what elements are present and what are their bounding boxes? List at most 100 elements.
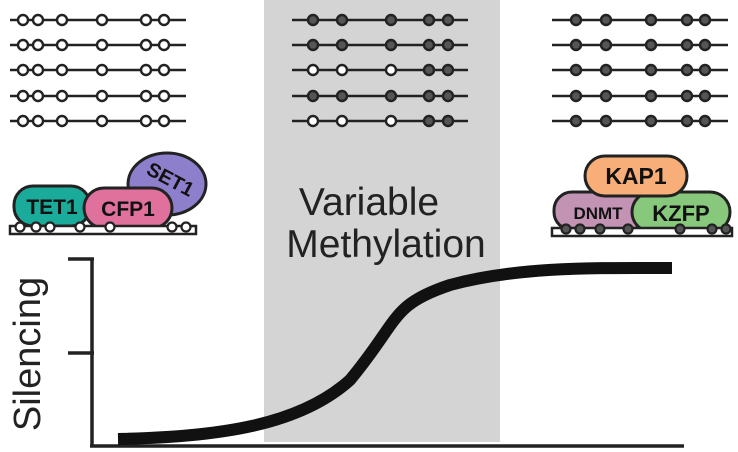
methylated-strands [552, 13, 728, 128]
unmethylated-cpg-dot [139, 89, 153, 103]
unmethylated-cpg-dot [16, 38, 30, 52]
cfp1-label: CFP1 [101, 198, 155, 221]
methylated-cpg-dot [335, 89, 349, 103]
unmethylated-cpg-dot [384, 114, 398, 128]
methylated-cpg-dot [306, 13, 320, 27]
variable-methylation-region [264, 0, 500, 442]
region-label-line1: Variable [299, 181, 439, 224]
kzfp-label: KZFP [652, 201, 709, 226]
methylated-cpg-dot [680, 13, 694, 27]
methylated-cpg-dot [599, 63, 613, 77]
methylated-cpg-dot [384, 89, 398, 103]
methylated-cpg-dot [569, 38, 583, 52]
methylated-cpg-dot [644, 38, 658, 52]
methylated-cpg-dot [698, 114, 712, 128]
region-label-line2: Methylation [286, 223, 485, 266]
methylated-cpg-dot [441, 89, 455, 103]
methylated-cpg-dot [422, 89, 436, 103]
unmethylated-cpg-dot [95, 38, 109, 52]
tet1-label: TET1 [26, 196, 78, 219]
unmethylated-cpg-dot [306, 114, 320, 128]
unmethylated-cpg-dot [55, 89, 69, 103]
unmethylated-cpg-dot [55, 38, 69, 52]
left-protein-complex: SET1 TET1 CFP1 [8, 151, 208, 236]
methylated-cpg-dot [384, 38, 398, 52]
unmethylated-cpg-dot [335, 63, 349, 77]
methylated-cpg-dot [441, 63, 455, 77]
methylated-cpg-dot [422, 63, 436, 77]
unmethylated-cpg-dot [31, 114, 45, 128]
unmethylated-cpg-dot [31, 38, 45, 52]
unmethylated-cpg-dot [95, 89, 109, 103]
methylated-cpg-dot [569, 89, 583, 103]
unmethylated-cpg-dot [306, 63, 320, 77]
unmethylated-cpg-dot [157, 63, 171, 77]
unmethylated-cpg-dot [157, 114, 171, 128]
unmethylated-cpg-dot [95, 63, 109, 77]
kzfp-protein: KZFP [630, 190, 732, 234]
unmethylated-cpg-dot [95, 114, 109, 128]
methylated-cpg-dot [698, 89, 712, 103]
methylated-cpg-dot [680, 63, 694, 77]
unmethylated-cpg-dot [139, 38, 153, 52]
methylated-cpg-dot [441, 38, 455, 52]
methylated-cpg-dot [569, 114, 583, 128]
methylated-cpg-dot [680, 38, 694, 52]
methylated-cpg-dot [422, 13, 436, 27]
methylated-cpg-dot [644, 63, 658, 77]
methylated-cpg-dot [306, 89, 320, 103]
methylated-cpg-dot [644, 114, 658, 128]
unmethylated-cpg-dot [384, 63, 398, 77]
unmethylated-cpg-dot [31, 63, 45, 77]
y-axis-label: Silencing [7, 277, 49, 431]
dnmt-protein: DNMT [552, 190, 648, 232]
methylated-cpg-dot [599, 38, 613, 52]
unmethylated-cpg-dot [31, 89, 45, 103]
unmethylated-cpg-dot [55, 63, 69, 77]
right-dna-strand [550, 223, 734, 238]
tet1-protein: TET1 [12, 184, 92, 228]
methylated-cpg-dot [644, 89, 658, 103]
methylated-cpg-dot [680, 114, 694, 128]
unmethylated-cpg-dot [157, 13, 171, 27]
unmethylated-cpg-dot [95, 13, 109, 27]
silencing-curve [117, 261, 673, 445]
unmethylated-cpg-dot [55, 13, 69, 27]
cfp1-protein: CFP1 [82, 186, 174, 230]
left-dna-strand [8, 221, 198, 236]
methylated-cpg-dot [644, 13, 658, 27]
methylated-cpg-dot [599, 13, 613, 27]
unmethylated-cpg-dot [139, 63, 153, 77]
unmethylated-cpg-dot [16, 114, 30, 128]
methylated-cpg-dot [680, 89, 694, 103]
methylated-cpg-dot [441, 13, 455, 27]
kap1-protein: KAP1 [583, 154, 689, 198]
unmethylated-cpg-dot [139, 114, 153, 128]
methylated-cpg-dot [306, 38, 320, 52]
methylated-cpg-dot [422, 114, 436, 128]
unmethylated-cpg-dot [31, 13, 45, 27]
axes [68, 257, 684, 448]
unmethylated-cpg-dot [157, 89, 171, 103]
methylated-cpg-dot [569, 63, 583, 77]
variably-methylated-strands [292, 13, 468, 128]
unmethylated-cpg-dot [157, 38, 171, 52]
unmethylated-strands [10, 13, 186, 128]
unmethylated-cpg-dot [335, 114, 349, 128]
methylated-cpg-dot [698, 38, 712, 52]
dnmt-label: DNMT [573, 204, 623, 223]
methylated-cpg-dot [422, 38, 436, 52]
methylated-cpg-dot [698, 63, 712, 77]
methylated-cpg-dot [335, 38, 349, 52]
kap1-label: KAP1 [605, 163, 667, 189]
methylated-cpg-dot [599, 114, 613, 128]
methylated-cpg-dot [441, 114, 455, 128]
methylated-cpg-dot [335, 13, 349, 27]
unmethylated-cpg-dot [16, 89, 30, 103]
right-protein-complex: DNMT KZFP KAP1 [550, 154, 734, 238]
methylated-cpg-dot [569, 13, 583, 27]
unmethylated-cpg-dot [55, 114, 69, 128]
methylated-cpg-dot [599, 89, 613, 103]
